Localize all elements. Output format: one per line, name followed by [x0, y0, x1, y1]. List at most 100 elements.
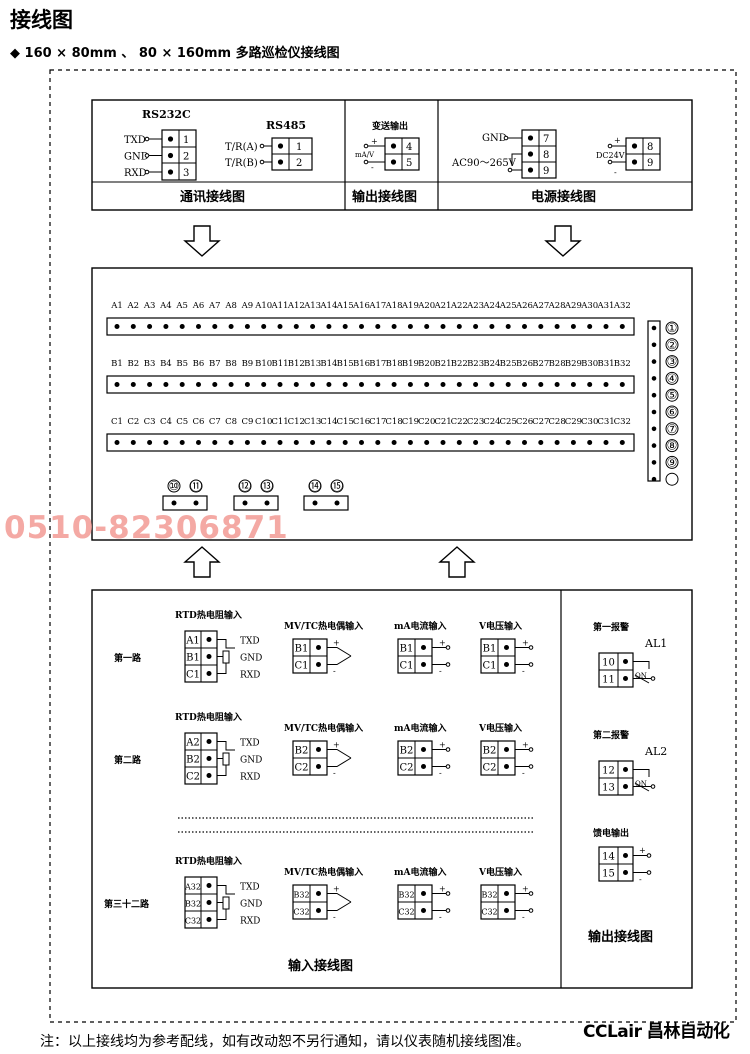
input-type-title: MV/TC热电偶输入: [284, 866, 363, 878]
terminal-dot: [440, 324, 446, 329]
terminal-dot: [651, 342, 657, 348]
terminal-label: A21: [434, 301, 452, 311]
svg-text:-: -: [333, 769, 336, 778]
comm-caption: 通讯接线图: [180, 189, 245, 205]
terminal-label: B10: [255, 359, 272, 369]
terminal-number-circle: [238, 479, 252, 493]
terminal-label: A23: [466, 301, 484, 311]
rtd-signal-label: RXD: [240, 917, 260, 927]
rtd-terminal-label: B1: [186, 653, 200, 664]
terminal-label: C1: [111, 417, 123, 427]
terminal-dot: [473, 324, 479, 329]
rs232-terminal-number: 1: [183, 135, 189, 146]
terminal-label: B22: [451, 359, 468, 369]
terminal-dot: [196, 382, 201, 387]
aux-terminal-number: ⑬: [261, 479, 273, 493]
terminal-dot: [421, 662, 426, 667]
input-alarm-panel: [91, 589, 693, 989]
terminal-dot: [505, 440, 511, 445]
svg-text:-: -: [439, 769, 442, 778]
terminal-label: A14: [319, 301, 337, 311]
rtd-title: RTD热电阻输入: [175, 609, 242, 621]
channel-name: 第二路: [114, 754, 142, 766]
terminal-label: B25: [500, 359, 517, 369]
arrow-up-left-icon: [183, 546, 221, 578]
terminal-dot: [489, 440, 495, 445]
terminal-label: C17: [369, 417, 386, 427]
terminal-label: B4: [160, 359, 172, 369]
alarm-title: 第二报警: [593, 729, 629, 741]
terminal-label: C3: [144, 417, 156, 427]
side-terminal-number: ⑨: [667, 455, 678, 469]
terminal-dot: [206, 917, 212, 922]
transmit-signal-label: mA/V: [355, 151, 375, 159]
terminal-dot: [623, 870, 628, 875]
terminal-label: A4: [159, 301, 172, 311]
terminal-dot: [603, 324, 609, 329]
terminal-dot: [651, 409, 657, 415]
terminal-label: C21: [434, 417, 451, 427]
terminal-number-circle: [330, 479, 344, 493]
pair-terminal-label: C2: [294, 763, 308, 774]
terminal-dot: [489, 382, 495, 387]
terminal-dot: [456, 324, 462, 329]
pair-terminal-label: C1: [294, 661, 308, 672]
terminal-dot: [424, 324, 430, 329]
svg-text:-: -: [333, 667, 336, 676]
terminal-label: A17: [368, 301, 386, 311]
alarm-terminal-number: 10: [602, 658, 615, 669]
terminal-number-circle: [665, 422, 679, 436]
pair-terminal-label: B32: [293, 891, 309, 900]
rtd-terminal-label: A32: [184, 883, 201, 892]
svg-text:-: -: [522, 913, 525, 922]
rtd-signal-label: GND: [240, 654, 262, 664]
terminal-dot: [206, 637, 212, 642]
terminal-dot: [527, 167, 534, 173]
terminal-dot: [473, 382, 479, 387]
alarm-tag: AL2: [644, 745, 667, 758]
terminal-dot: [326, 382, 332, 387]
input-type-title: V电压输入: [478, 722, 522, 734]
terminal-label: B23: [467, 359, 484, 369]
thermocouple-icon: [327, 647, 352, 657]
terminal-dot: [326, 324, 332, 329]
footer-note: 注：以上接线均为参考配线，如有改动恕不另行通知，请以仪表随机接线图准。: [40, 1034, 530, 1050]
rs232-title: RS232C: [142, 108, 191, 121]
terminal-label: A16: [352, 301, 370, 311]
svg-text:+: +: [614, 136, 621, 145]
terminal-label: B32: [614, 359, 631, 369]
side-terminal-number: ③: [667, 355, 678, 369]
terminal-label: A18: [385, 301, 403, 311]
terminal-dot: [421, 645, 426, 650]
terminal-dot: [570, 440, 576, 445]
rtd-signal-label: TXD: [240, 739, 260, 749]
resistor-icon: [222, 896, 230, 910]
power-terminal-number: 9: [647, 158, 653, 169]
aux-terminal-number: ⑪: [190, 479, 202, 493]
pair-terminal-label: B1: [400, 644, 414, 655]
rs485-terminal-number: 1: [296, 142, 302, 153]
terminal-dot: [473, 440, 479, 445]
terminal-number-circle: [665, 455, 679, 469]
terminal-dot: [456, 440, 462, 445]
aux-terminal-block: [162, 495, 208, 511]
terminal-dot: [167, 136, 174, 142]
pair-terminal-label: B32: [481, 891, 497, 900]
rtd-terminal-label: C32: [185, 917, 201, 926]
terminal-dot: [623, 853, 628, 858]
rtd-terminal-label: B32: [185, 900, 201, 909]
terminal-dot: [326, 440, 332, 445]
relay-contact-icon: [633, 769, 650, 777]
svg-text:+: +: [333, 741, 340, 750]
terminal-dot: [163, 382, 169, 387]
terminal-label: B19: [402, 359, 419, 369]
terminal-dot: [424, 440, 430, 445]
terminal-label: B12: [288, 359, 305, 369]
terminal-dot: [456, 382, 462, 387]
terminal-label: B29: [565, 359, 582, 369]
svg-text:-: -: [522, 667, 525, 676]
terminal-dot: [114, 382, 120, 387]
